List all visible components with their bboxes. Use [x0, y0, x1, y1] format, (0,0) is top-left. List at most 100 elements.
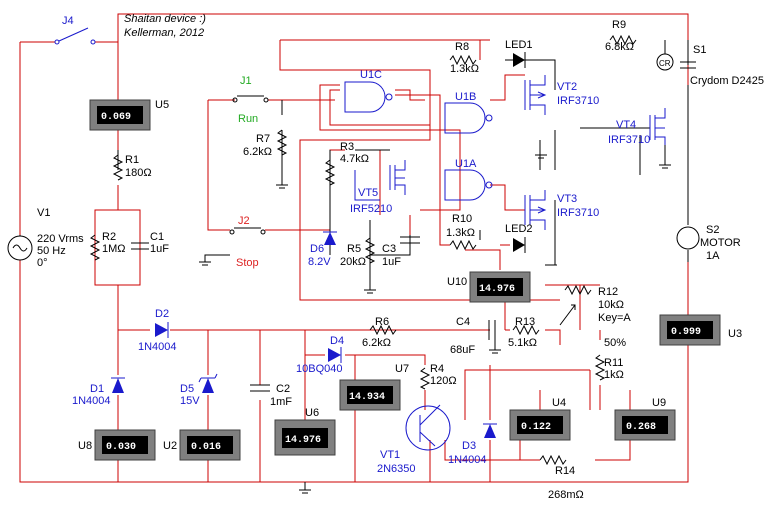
meter-u4: 0.122	[509, 409, 571, 441]
label-r6-val: 6.2kΩ	[362, 337, 391, 349]
label-d1-val: 1N4004	[72, 395, 111, 407]
label-r6: R6	[375, 316, 389, 328]
meter-u10: 14.976	[469, 271, 531, 303]
ground-icons	[199, 154, 671, 494]
transistor-vt1-icon	[405, 404, 451, 451]
label-d2-val: 1N4004	[138, 341, 177, 353]
label-r2-val: 1MΩ	[102, 243, 126, 255]
label-vt5: VT5	[358, 187, 378, 199]
label-r13: R13	[515, 316, 535, 328]
label-r14: R14	[555, 465, 575, 477]
ac-source-v1-icon	[7, 235, 33, 261]
led1-icon	[513, 52, 526, 68]
label-r11-val: 1kΩ	[604, 369, 624, 381]
label-r8-val: 1.3kΩ	[450, 63, 479, 75]
label-u1b: U1B	[455, 91, 476, 103]
label-r1: R1	[125, 154, 139, 166]
title-line1: Shaitan device :)	[124, 13, 206, 25]
label-r12: R12	[598, 286, 618, 298]
label-s2: S2	[706, 224, 719, 236]
label-s2-amp: 1A	[706, 250, 720, 262]
label-r5: R5	[347, 243, 361, 255]
title-line2: Kellerman, 2012	[124, 27, 204, 39]
meter-u9: 0.268	[614, 409, 676, 441]
label-d4: D4	[330, 335, 344, 347]
meter-u2: 0.016	[179, 429, 241, 461]
label-r13-val: 5.1kΩ	[508, 337, 537, 349]
label-u1c: U1C	[360, 69, 382, 81]
label-led2: LED2	[505, 223, 533, 235]
switch-j2-icon[interactable]	[229, 227, 266, 235]
diode-d2-icon	[155, 322, 169, 338]
label-d3: D3	[462, 440, 476, 452]
label-c2-val: 1mF	[270, 396, 292, 408]
label-vt5-val: IRF5210	[350, 203, 392, 215]
label-r10-val: 1.3kΩ	[446, 227, 475, 239]
potentiometer-r12-icon[interactable]	[559, 304, 576, 326]
transistor-vt4-icon	[649, 108, 666, 145]
component-labels: J4 J1 Run J2 Stop V1 220 Vrms 50 Hz 0° U…	[37, 15, 764, 501]
label-r4: R4	[430, 363, 444, 375]
switch-j1-icon[interactable]	[232, 95, 269, 103]
label-vt4-val: IRF3710	[608, 134, 650, 146]
label-r9: R9	[612, 19, 626, 31]
zener-d5-icon	[198, 373, 218, 393]
label-cr: CR	[659, 59, 671, 68]
label-s2-motor: MOTOR	[700, 237, 741, 249]
label-r10: R10	[452, 213, 472, 225]
label-v1: V1	[37, 207, 50, 219]
label-c4-val: 68uF	[450, 344, 475, 356]
label-d1: D1	[90, 383, 104, 395]
svg-text:0.999: 0.999	[671, 327, 701, 338]
diode-d1-icon	[111, 377, 125, 393]
label-run: Run	[238, 113, 258, 125]
label-s1-val: Crydom D2425	[690, 75, 764, 87]
label-vt1-val: 2N6350	[377, 463, 416, 475]
svg-text:14.934: 14.934	[349, 392, 385, 403]
svg-text:14.976: 14.976	[479, 284, 515, 295]
label-u3: U3	[728, 328, 742, 340]
label-u4: U4	[552, 397, 566, 409]
svg-text:0.069: 0.069	[101, 112, 131, 123]
label-vt3: VT3	[557, 193, 577, 205]
label-c4: C4	[456, 316, 470, 328]
label-j4: J4	[62, 15, 74, 27]
label-u6: U6	[305, 407, 319, 419]
label-c1: C1	[150, 231, 164, 243]
title-block: Shaitan device :) Kellerman, 2012	[124, 13, 206, 39]
label-j1: J1	[240, 75, 252, 87]
label-d5-val: 15V	[180, 395, 200, 407]
label-r12-key: Key=A	[598, 312, 631, 324]
label-v1-phase: 0°	[37, 257, 48, 269]
label-d2: D2	[155, 308, 169, 320]
label-u10: U10	[447, 276, 467, 288]
logic-gates	[344, 81, 493, 201]
label-u7: U7	[395, 363, 409, 375]
label-vt4: VT4	[616, 119, 636, 131]
label-v1-volt: 220 Vrms	[37, 233, 84, 245]
led2-icon	[513, 237, 526, 253]
label-r14-val: 268mΩ	[548, 489, 584, 501]
label-d4-val: 10BQ040	[296, 363, 342, 375]
label-r3: R3	[340, 141, 354, 153]
label-s1: S1	[693, 44, 706, 56]
label-r7: R7	[256, 133, 270, 145]
label-u8: U8	[78, 440, 92, 452]
transistor-vt3-icon	[524, 190, 547, 230]
switch-j4-icon[interactable]	[54, 27, 96, 45]
motor-s2-icon	[676, 226, 700, 250]
zener-d6-icon	[323, 231, 337, 245]
label-vt2-val: IRF3710	[557, 95, 599, 107]
label-d5: D5	[180, 383, 194, 395]
label-d6-val: 8.2V	[308, 256, 331, 268]
label-r12-val: 10kΩ	[598, 299, 624, 311]
svg-text:0.030: 0.030	[106, 442, 136, 453]
meter-u5: 0.069	[89, 99, 151, 131]
meter-u7: 14.934	[339, 379, 401, 411]
transistor-vt2-icon	[524, 75, 547, 115]
meter-u6: 14.976	[274, 419, 336, 456]
label-v1-freq: 50 Hz	[37, 245, 66, 257]
label-vt2: VT2	[557, 81, 577, 93]
label-r11: R11	[604, 357, 623, 369]
